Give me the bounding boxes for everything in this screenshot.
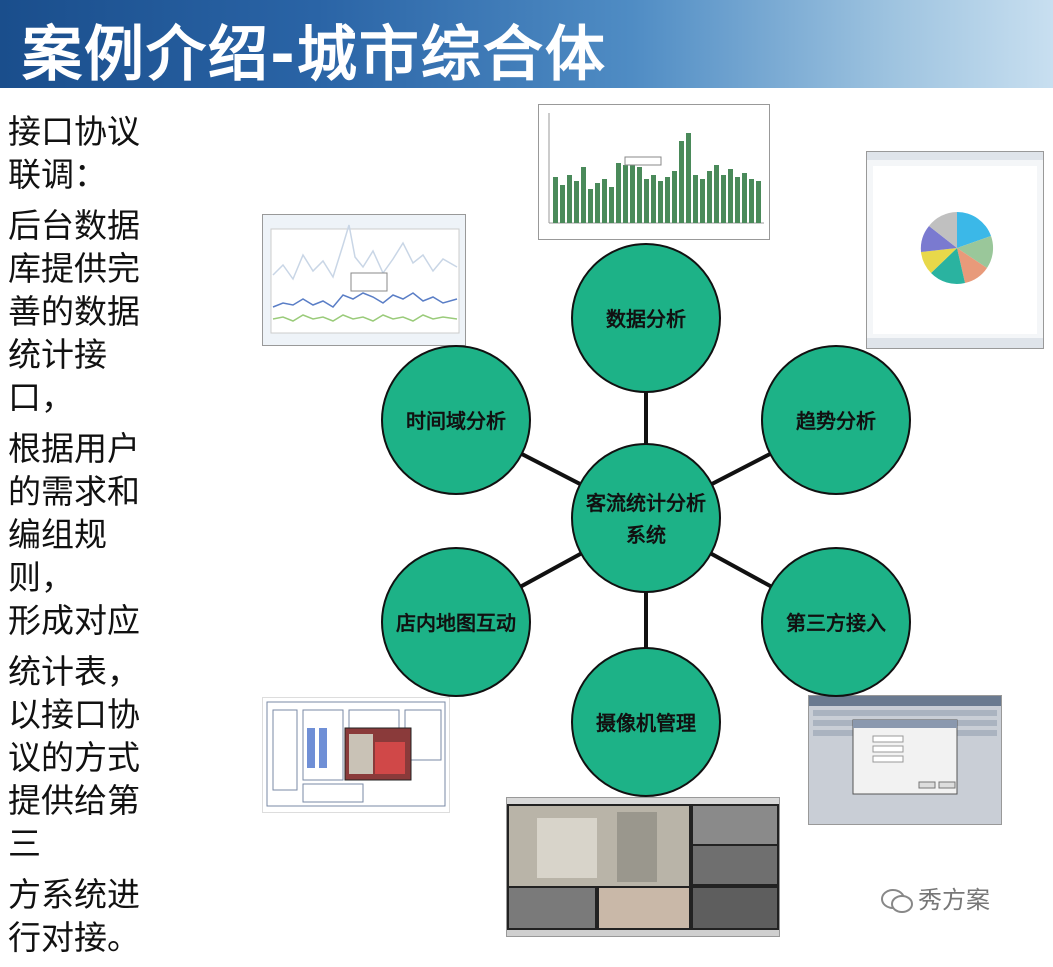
node-label: 第三方接入 <box>786 611 886 635</box>
floor-map-image <box>266 701 446 807</box>
node-time-domain-analysis: 时间域分析 <box>381 345 531 495</box>
bar-chart-image <box>548 113 764 224</box>
hub-diagram: 客流统计分析 系统 数据分析 趋势分析 第三方接入 摄像机管理 店内地图互动 时… <box>381 243 911 797</box>
node-trend-analysis: 趋势分析 <box>761 345 911 495</box>
page-title: 案例介绍-城市综合体 <box>22 20 607 90</box>
node-label: 数据分析 <box>606 307 686 331</box>
node-label: 时间域分析 <box>406 409 506 433</box>
node-store-map-interaction: 店内地图互动 <box>381 547 531 697</box>
camera-grid-thumbnail <box>506 797 780 937</box>
floor-map-thumbnail <box>262 697 450 813</box>
watermark-text: 秀方案 <box>918 886 990 914</box>
paragraph: 统计表， 以接口协 议的方式 提供给第 三 <box>8 652 140 863</box>
paragraph: 接口协议 联调： <box>8 112 140 194</box>
watermark: 秀方案 <box>880 880 990 915</box>
pie-chart-thumbnail <box>866 151 1044 349</box>
node-label: 趋势分析 <box>796 409 876 433</box>
center-node-label-line1: 客流统计分析 <box>585 491 706 515</box>
wechat-icon <box>881 889 913 913</box>
node-label: 摄像机管理 <box>596 711 696 735</box>
title-banner: 案例介绍-城市综合体 <box>0 0 1053 90</box>
paragraph: 根据用户 的需求和 编组规则， 形成对应 <box>8 429 140 640</box>
paragraph: 后台数据 库提供完 善的数据 统计接口， <box>8 206 140 417</box>
line-chart-thumbnail <box>262 214 466 346</box>
line-chart-image <box>270 224 460 334</box>
description-text: 接口协议 联调： 后台数据 库提供完 善的数据 统计接口， 根据用户 的需求和 … <box>8 110 168 967</box>
center-node-label-line2: 系统 <box>626 523 666 547</box>
software-dialog-image <box>809 696 1001 795</box>
node-camera-management: 摄像机管理 <box>571 647 721 797</box>
pie-chart-image <box>867 152 1043 348</box>
center-node: 客流统计分析 系统 <box>571 443 721 593</box>
node-label: 店内地图互动 <box>396 611 516 635</box>
node-third-party-access: 第三方接入 <box>761 547 911 697</box>
node-data-analysis: 数据分析 <box>571 243 721 393</box>
camera-grid-image <box>507 798 779 936</box>
software-dialog-thumbnail <box>808 695 1002 825</box>
bar-chart-thumbnail <box>538 104 770 240</box>
